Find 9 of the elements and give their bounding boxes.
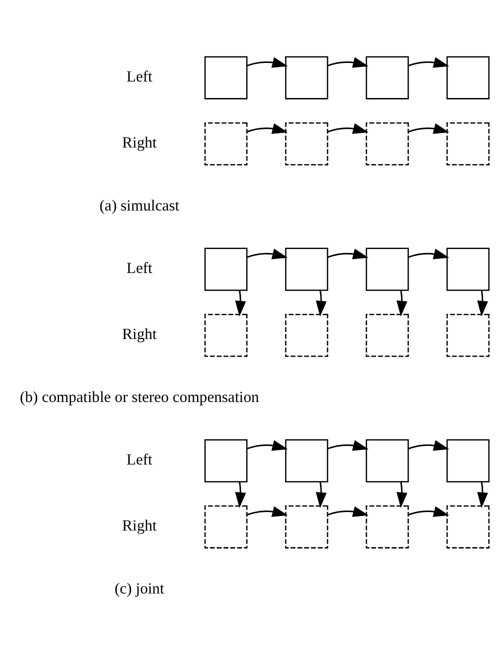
label: Right (122, 326, 157, 344)
label: Left (126, 68, 152, 86)
label: Right (122, 518, 157, 535)
label: Left (126, 260, 152, 277)
label: Right (122, 134, 157, 152)
label: (a) simulcast (99, 197, 180, 214)
label: (c) joint (114, 580, 164, 598)
label: Left (126, 452, 152, 468)
label: (b) compatible or stereo compensation (20, 388, 260, 406)
